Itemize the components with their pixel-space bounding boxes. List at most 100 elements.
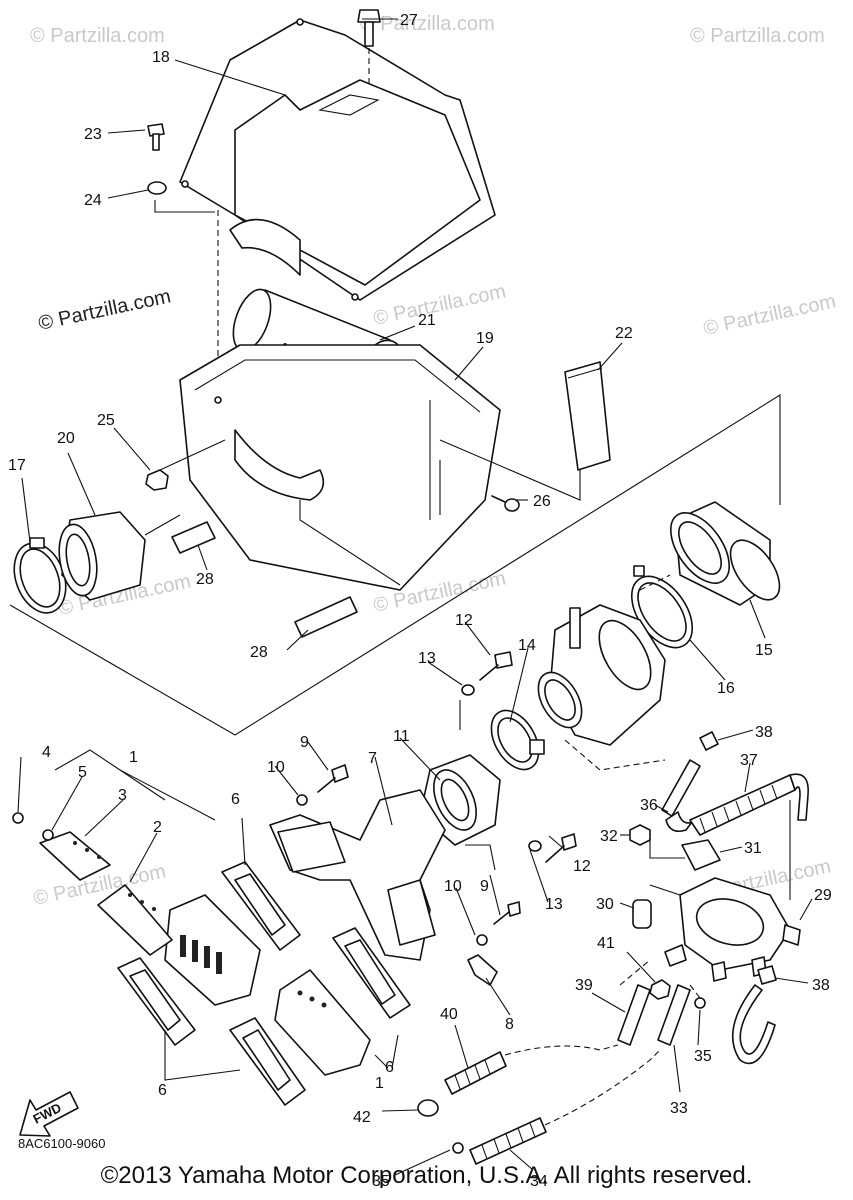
reed-2 (97, 884, 173, 956)
callout-34: 34 (530, 1173, 548, 1190)
callout-10-upper: 10 (267, 759, 285, 776)
callout-4: 4 (42, 744, 51, 761)
hose-37 (689, 773, 809, 836)
clip-42 (417, 1099, 439, 1117)
callout-13-upper: 13 (418, 650, 436, 667)
bolt-9-upper (317, 764, 349, 793)
callout-23: 23 (84, 126, 102, 143)
callout-36: 36 (640, 797, 658, 814)
callout-28-lower: 28 (250, 644, 268, 661)
gasket-6 (117, 861, 411, 1106)
reed-valve-1 (164, 894, 371, 1076)
callout-2: 2 (153, 819, 162, 836)
fuel-pump-29 (664, 877, 801, 982)
callout-21: 21 (418, 312, 436, 329)
callout-6-right: 6 (385, 1059, 394, 1076)
callout-15: 15 (755, 642, 773, 659)
callout-32: 32 (600, 828, 618, 845)
callout-41: 41 (597, 935, 615, 952)
screw-4 (12, 812, 24, 824)
callout-31: 31 (744, 840, 762, 857)
pad-28-lower (294, 596, 358, 638)
stopper-3 (39, 831, 111, 881)
bolt-12-lower (545, 833, 577, 863)
leader-lines (17, 18, 813, 1176)
washer-10-lower (476, 934, 488, 946)
joint-20 (58, 511, 146, 601)
callout-28-upper: 28 (196, 571, 214, 588)
callout-26: 26 (533, 493, 551, 510)
hose-40 (444, 1051, 507, 1095)
callout-numbers: 27 18 23 24 21 19 22 25 20 17 26 28 28 1… (8, 12, 832, 1190)
throttle-body-14 (537, 604, 666, 746)
callout-25: 25 (97, 412, 115, 429)
fwd-arrow: FWD (19, 1091, 79, 1137)
callout-42: 42 (353, 1109, 371, 1126)
clip-35-upper (694, 997, 706, 1009)
spacer-30 (632, 899, 652, 929)
callout-35-lower: 35 (372, 1173, 390, 1190)
grommet-24 (147, 181, 167, 195)
callout-10-lower: 10 (444, 878, 462, 895)
bolt-12-upper (479, 651, 513, 681)
callout-17: 17 (8, 457, 26, 474)
hose-34 (469, 1117, 547, 1165)
manifold-7 (269, 789, 446, 961)
callout-13-lower: 13 (545, 896, 563, 913)
callout-5: 5 (78, 764, 87, 781)
callout-40: 40 (440, 1006, 458, 1023)
routing-lines (504, 739, 791, 1126)
callout-38-lower: 38 (812, 977, 830, 994)
callout-9-upper: 9 (300, 734, 309, 751)
washer-13-upper (461, 684, 475, 696)
hose-36 (661, 759, 701, 833)
callout-1-upper: 1 (129, 749, 138, 766)
callout-7: 7 (368, 750, 377, 767)
hose-39 (617, 984, 651, 1046)
bolt-9-lower (493, 901, 521, 925)
callout-16: 16 (717, 680, 735, 697)
callout-27: 27 (400, 12, 418, 29)
clip-38-lower (757, 965, 777, 985)
callout-6-upper: 6 (231, 791, 240, 808)
callout-8: 8 (505, 1016, 514, 1033)
airbox-cover (179, 18, 496, 301)
callout-35-upper: 35 (694, 1048, 712, 1065)
bracket-31 (681, 839, 721, 871)
watermark: © Partzilla.com (30, 25, 165, 47)
airbox-group-frame (9, 394, 781, 736)
hose-38-loop (732, 984, 776, 1065)
callout-29: 29 (814, 887, 832, 904)
callout-9-lower: 9 (480, 878, 489, 895)
callout-39: 39 (575, 977, 593, 994)
callout-12-lower: 12 (573, 858, 591, 875)
callout-19: 19 (476, 330, 494, 347)
filter-22 (564, 361, 611, 471)
airbox-body (179, 344, 501, 591)
callout-12-upper: 12 (455, 612, 473, 629)
bracket-8 (467, 954, 498, 986)
screw-23 (147, 123, 165, 151)
callout-14: 14 (518, 637, 536, 654)
callout-1-lower: 1 (375, 1075, 384, 1092)
callout-33: 33 (670, 1100, 688, 1117)
clip-38-upper (699, 731, 719, 751)
watermark-copyright: © Partzilla.com (36, 285, 172, 335)
callout-3: 3 (118, 787, 127, 804)
screw-26 (491, 495, 520, 512)
watermark: © Partzilla.com (360, 13, 495, 35)
callout-6-lower: 6 (158, 1082, 167, 1099)
diagram-code: 8AC6100-9060 (18, 1136, 105, 1151)
callout-24: 24 (84, 192, 102, 209)
watermark: © Partzilla.com (701, 290, 837, 340)
pad-28-upper (171, 521, 216, 554)
clip-35-lower (452, 1142, 464, 1154)
watermark: © Partzilla.com (371, 280, 507, 330)
nut-32 (629, 824, 651, 846)
clip-41 (649, 979, 671, 1000)
callout-30: 30 (596, 896, 614, 913)
washer-10-upper (296, 794, 308, 806)
washer-13-lower (528, 840, 542, 852)
callout-38-upper: 38 (755, 724, 773, 741)
callout-37: 37 (740, 752, 758, 769)
